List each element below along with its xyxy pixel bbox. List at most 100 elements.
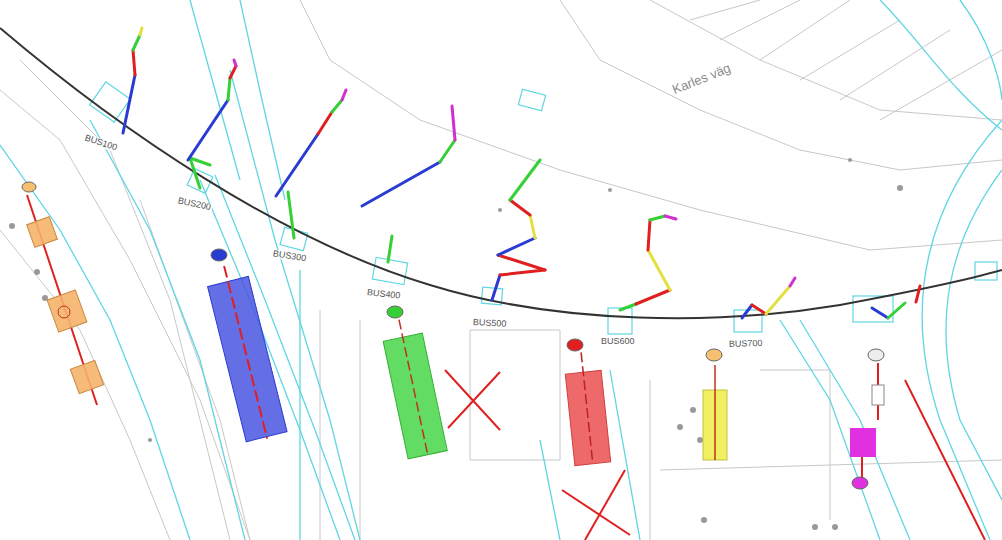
cable-segments xyxy=(234,60,236,66)
cable-segments xyxy=(440,140,455,162)
work-zones xyxy=(872,385,884,405)
base-map-lines xyxy=(650,370,830,540)
demolition-marks xyxy=(905,380,985,540)
cable-segments xyxy=(140,28,142,35)
water-utility-lines xyxy=(540,370,640,540)
callout-markers xyxy=(22,182,36,192)
cable-segments xyxy=(530,215,535,238)
base-map-lines xyxy=(660,460,1002,470)
water-utility-lines xyxy=(880,0,1002,130)
cable-segments xyxy=(888,303,905,318)
base-map-dots xyxy=(832,524,838,530)
cable-segments xyxy=(332,100,342,112)
cable-segments xyxy=(636,290,670,304)
water-utility-lines xyxy=(240,0,285,200)
work-zones xyxy=(27,195,884,478)
base-map-lines xyxy=(0,90,250,540)
cable-segments xyxy=(342,90,346,100)
cable-segments xyxy=(510,200,530,215)
bus-route xyxy=(0,28,1002,318)
bus-stop-outlines xyxy=(608,308,632,334)
stop-label: BUS300 xyxy=(271,249,308,263)
work-zones xyxy=(204,261,288,444)
callout-markers xyxy=(211,249,227,261)
base-map-dots xyxy=(701,517,707,523)
cable-segments xyxy=(133,50,135,75)
cable-segments xyxy=(228,78,230,100)
base-map-lines xyxy=(650,0,1002,120)
base-map-dots xyxy=(148,438,152,442)
base-map-lines xyxy=(20,60,230,540)
cable-segments xyxy=(916,286,920,302)
water-utility-lines xyxy=(200,180,340,540)
base-map-dots xyxy=(848,158,852,162)
cable-segments xyxy=(276,134,318,196)
base-map-lines xyxy=(300,0,1002,250)
base-map-dots xyxy=(9,158,903,530)
demolition-marks xyxy=(585,470,625,540)
callout-markers xyxy=(868,349,884,361)
cable-segments xyxy=(620,304,636,310)
stop-label: BUS700 xyxy=(728,339,764,349)
cable-segments xyxy=(742,305,752,318)
cable-segments xyxy=(133,35,140,50)
cable-segments xyxy=(288,192,294,238)
water-utility-lines xyxy=(780,320,880,540)
callout-markers xyxy=(567,339,583,351)
work-zones xyxy=(70,360,103,393)
base-map-dots xyxy=(34,269,40,275)
work-zones xyxy=(581,352,593,463)
cable-segments xyxy=(362,162,440,206)
work-zones xyxy=(563,350,611,465)
work-zones xyxy=(714,365,716,460)
callout-markers xyxy=(706,349,722,361)
cable-segments xyxy=(510,160,540,200)
work-zones xyxy=(58,306,70,318)
base-map-dots xyxy=(608,188,612,192)
cable-segments xyxy=(648,250,670,290)
water-utility-lines xyxy=(946,170,1002,500)
cable-segments xyxy=(498,255,545,270)
cable-segments xyxy=(492,275,500,300)
callout-markers xyxy=(22,182,884,489)
demolition-marks xyxy=(445,370,985,540)
cable-segments xyxy=(388,236,392,262)
water-utility-lines xyxy=(800,320,910,540)
cable-segments xyxy=(766,286,790,314)
cable-segments xyxy=(648,220,650,250)
water-utility-lines xyxy=(190,0,240,180)
cable-segments xyxy=(188,100,228,160)
cable-segments xyxy=(190,158,210,165)
cable-segments xyxy=(790,278,795,286)
cable-segments xyxy=(872,308,888,318)
base-map-dots xyxy=(812,524,818,530)
street-name: Karles väg xyxy=(670,61,734,97)
work-zones xyxy=(379,316,447,459)
callout-markers xyxy=(852,477,868,489)
work-zones xyxy=(224,266,267,439)
cable-segments xyxy=(123,28,920,318)
bus-stop-outlines xyxy=(518,89,545,111)
demolition-marks xyxy=(445,370,500,430)
base-map-dots xyxy=(897,185,903,191)
base-map-dots xyxy=(498,208,502,212)
bus-stop-outlines xyxy=(734,310,762,332)
cable-segments xyxy=(318,112,332,134)
stop-label: BUS500 xyxy=(472,318,508,329)
stop-label: BUS600 xyxy=(600,337,636,346)
demolition-marks xyxy=(562,490,630,535)
bus-stop-outlines xyxy=(90,82,131,122)
stop-label: BUS400 xyxy=(366,288,402,301)
base-map-lines xyxy=(560,0,1002,170)
base-map-dots xyxy=(677,424,683,430)
base-map-lines xyxy=(320,310,560,540)
cable-segments xyxy=(650,216,665,220)
cable-segments xyxy=(665,216,676,219)
water-utility-lines xyxy=(0,145,190,540)
demolition-marks xyxy=(448,372,500,428)
base-map-dots xyxy=(697,437,703,443)
